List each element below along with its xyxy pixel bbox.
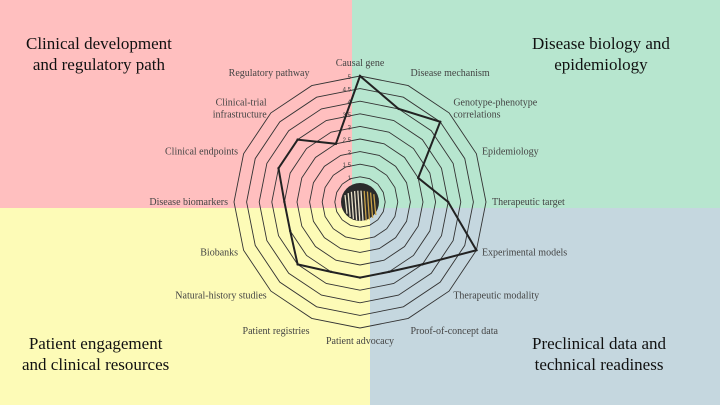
quadrant-title-line: Patient engagement <box>28 334 163 353</box>
tick-label: 4.5 <box>343 88 352 94</box>
quadrant-preclinical-data <box>370 208 720 405</box>
quadrant-title-clinical-development: Clinical development and regulatory path <box>26 33 172 75</box>
quadrant-title-patient-engagement: Patient engagement and clinical resource… <box>22 333 169 375</box>
axis-label: Patient registries <box>243 326 310 337</box>
data-point <box>438 120 442 124</box>
data-point <box>447 200 450 204</box>
quadrant-title-line: technical readiness <box>534 355 664 374</box>
axis-label: Disease biomarkers <box>149 197 228 208</box>
axis-label: Therapeutic modality <box>453 290 539 301</box>
data-point <box>296 263 299 266</box>
grid-ring <box>321 163 399 241</box>
quadrant-title-line: Preclinical data and <box>532 334 667 353</box>
grid-ring <box>309 151 411 253</box>
axis-label: Epidemiology <box>482 146 539 157</box>
data-point <box>397 107 400 111</box>
data-point <box>417 176 420 180</box>
quadrant-title-line: Clinical development <box>26 34 172 53</box>
quadrant-title-line: and clinical resources <box>22 355 170 374</box>
data-point <box>475 249 478 252</box>
axis-label: Clinical endpoints <box>165 146 238 157</box>
grid-ring <box>246 88 474 316</box>
quadrant-title-line: Disease biology and <box>532 34 670 53</box>
axis-label: Therapeutic target <box>492 197 565 208</box>
tick-label: 2.5 <box>343 138 352 144</box>
axis-label: Disease mechanism <box>411 68 490 79</box>
dna-barcode-icon <box>341 183 379 222</box>
data-point <box>283 200 286 204</box>
tick-label: 3 <box>348 125 352 131</box>
data-series-line <box>277 74 478 279</box>
axis-label: Causal gene <box>336 58 385 69</box>
data-point <box>334 142 338 145</box>
axis-label: Biobanks <box>200 248 238 259</box>
data-point <box>288 229 292 233</box>
grid-ring <box>334 176 386 228</box>
axis-label: Patient advocacy <box>326 336 394 347</box>
grid-ring <box>296 138 424 266</box>
grid-ring <box>233 75 487 329</box>
data-point <box>296 138 299 141</box>
axis-label: Experimental models <box>482 248 567 259</box>
axis-label: Proof-of-concept data <box>411 326 499 337</box>
quadrant-title-disease-biology: Disease biology and epidemiology <box>532 33 670 75</box>
data-point <box>277 167 280 170</box>
quadrant-clinical-development <box>0 0 352 208</box>
data-point <box>329 270 333 274</box>
tick-label: 3.5 <box>343 113 352 119</box>
tick-label: 1.5 <box>343 163 352 169</box>
quadrant-title-line: epidemiology <box>554 55 648 74</box>
data-point <box>421 263 424 266</box>
data-point <box>387 270 391 274</box>
tick-label: 2 <box>348 151 352 157</box>
axis-label: Regulatory pathway <box>229 68 310 79</box>
quadrant-title-preclinical-data: Preclinical data and technical readiness <box>532 333 666 375</box>
grid-ring <box>258 100 462 304</box>
axis-label: Natural-history studies <box>175 290 266 301</box>
tick-label: 1 <box>348 176 352 182</box>
data-point <box>358 74 362 78</box>
tick-label: 5 <box>348 75 352 81</box>
quadrant-title-line: and regulatory path <box>32 55 166 74</box>
data-point <box>358 276 362 279</box>
quadrant-patient-engagement <box>0 208 370 405</box>
